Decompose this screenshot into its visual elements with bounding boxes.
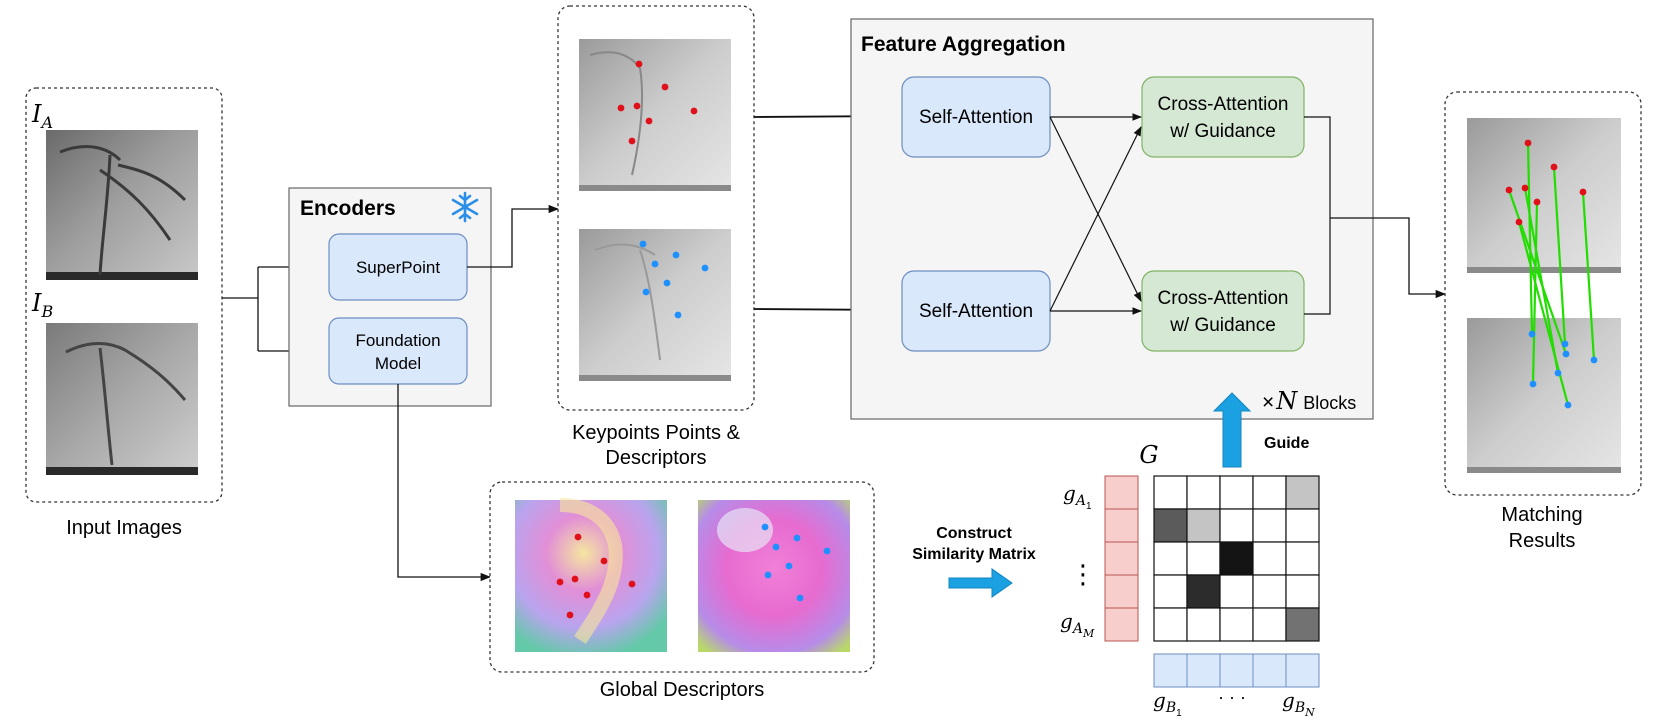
row-vector-cell <box>1104 508 1139 543</box>
label-image-a: IA <box>31 100 53 132</box>
label-image-b: IB <box>31 289 53 321</box>
caption-keypoints-1: Keypoints Points & <box>572 422 741 444</box>
row-label-first: gA1 <box>1063 481 1092 512</box>
caption-matching-2: Results <box>1509 530 1576 552</box>
matrix-label-g: G <box>1139 441 1158 469</box>
cross-attention-bottom-label-2: w/ Guidance <box>1169 315 1276 336</box>
matrix-cell <box>1285 508 1320 543</box>
matrix-cell <box>1285 607 1320 642</box>
foundation-model-box <box>328 317 468 385</box>
column-vector-b <box>1153 653 1320 688</box>
encoders-panel: Encoders SuperPoint Foundation Model <box>288 187 492 407</box>
column-vector-cell <box>1153 653 1188 688</box>
matching-results-panel: Matching Results <box>1444 91 1642 552</box>
matrix-cell <box>1252 541 1287 576</box>
matrix-cell <box>1153 541 1188 576</box>
keypoint-image-b <box>579 229 731 381</box>
matrix-cell <box>1285 574 1320 609</box>
matrix-cell <box>1153 508 1188 543</box>
matrix-cell <box>1285 475 1320 510</box>
angiogram-image-a <box>46 130 198 280</box>
cross-attention-bottom-label-1: Cross-Attention <box>1158 288 1289 309</box>
angiogram-image-b <box>46 323 198 475</box>
matrix-cell <box>1219 574 1254 609</box>
construct-label-2: Similarity Matrix <box>912 546 1036 563</box>
cross-attention-bottom-box <box>1141 270 1305 352</box>
matrix-cell <box>1252 607 1287 642</box>
matrix-cell <box>1219 607 1254 642</box>
feature-aggregation-title: Feature Aggregation <box>861 33 1066 56</box>
construct-label-1: Construct <box>936 525 1012 542</box>
matrix-cell <box>1186 574 1221 609</box>
foundation-model-label-1: Foundation <box>355 331 440 350</box>
row-vector-cell <box>1104 541 1139 576</box>
matrix-cell <box>1219 475 1254 510</box>
attention-connections <box>1049 113 1331 315</box>
superpoint-label: SuperPoint <box>356 258 440 277</box>
foundation-model-label-2: Model <box>375 354 421 373</box>
guide-arrow: Guide <box>1212 392 1309 468</box>
col-dots: · · · <box>1218 687 1246 707</box>
connector-encoders-to-keypoints <box>467 204 560 268</box>
construct-arrow <box>948 568 1013 598</box>
matrix-cell <box>1285 541 1320 576</box>
feature-aggregation-panel: Feature Aggregation Self-Attention Self-… <box>850 18 1374 420</box>
matrix-cell <box>1252 574 1287 609</box>
caption-input-images: Input Images <box>66 517 182 539</box>
matrix-cell <box>1186 607 1221 642</box>
col-label-first: gB1 <box>1153 688 1182 719</box>
row-dots: ⋮ <box>1070 559 1096 589</box>
construct-similarity-group: Construct Similarity Matrix <box>912 525 1036 598</box>
snowflake-icon <box>451 191 479 223</box>
column-vector-cell <box>1219 653 1254 688</box>
result-image-b <box>1467 318 1621 473</box>
matrix-cell <box>1219 508 1254 543</box>
matrix-cell <box>1186 475 1221 510</box>
global-descriptors-panel: Global Descriptors <box>489 481 875 701</box>
guide-label: Guide <box>1264 435 1309 452</box>
caption-matching-1: Matching <box>1501 504 1582 526</box>
self-attention-bottom-label: Self-Attention <box>919 301 1033 322</box>
row-vector-cell <box>1104 475 1139 510</box>
keypoints-panel: Keypoints Points & Descriptors <box>557 5 755 469</box>
caption-keypoints-2: Descriptors <box>605 447 706 469</box>
self-attention-top-label: Self-Attention <box>919 107 1033 128</box>
column-vector-cell <box>1186 653 1221 688</box>
match-lines <box>1507 142 1596 406</box>
keypoint-image-a <box>579 39 731 191</box>
matrix-cell <box>1186 508 1221 543</box>
matrix-cell <box>1153 574 1188 609</box>
connector-aggregation-to-results <box>1330 217 1447 299</box>
row-vector-a <box>1104 475 1139 642</box>
encoders-title: Encoders <box>300 197 396 220</box>
column-vector-cell <box>1285 653 1320 688</box>
matrix-cell <box>1252 475 1287 510</box>
keypoints-red <box>617 60 698 145</box>
matrix-cell <box>1219 541 1254 576</box>
cross-attention-top-box <box>1141 76 1305 158</box>
similarity-matrix-group: G gA1 ⋮ gAM gB1 · · · gBN <box>1060 441 1320 719</box>
col-label-last: gBN <box>1282 688 1315 719</box>
cross-attention-top-label-2: w/ Guidance <box>1169 121 1276 142</box>
matrix-cell <box>1153 607 1188 642</box>
matrix-cell <box>1186 541 1221 576</box>
column-vector-cell <box>1252 653 1287 688</box>
result-image-a <box>1467 118 1621 273</box>
caption-global-descriptors: Global Descriptors <box>600 679 765 701</box>
row-vector-cell <box>1104 607 1139 642</box>
matrix-cell <box>1153 475 1188 510</box>
connector-foundation-to-global <box>397 384 492 582</box>
row-vector-cell <box>1104 574 1139 609</box>
similarity-matrix <box>1153 475 1320 642</box>
cross-attention-top-label-1: Cross-Attention <box>1158 94 1289 115</box>
row-label-last: gAM <box>1060 609 1095 640</box>
keypoints-blue <box>639 240 709 319</box>
matrix-cell <box>1252 508 1287 543</box>
input-images-panel: IA IB Input Images <box>25 87 223 539</box>
